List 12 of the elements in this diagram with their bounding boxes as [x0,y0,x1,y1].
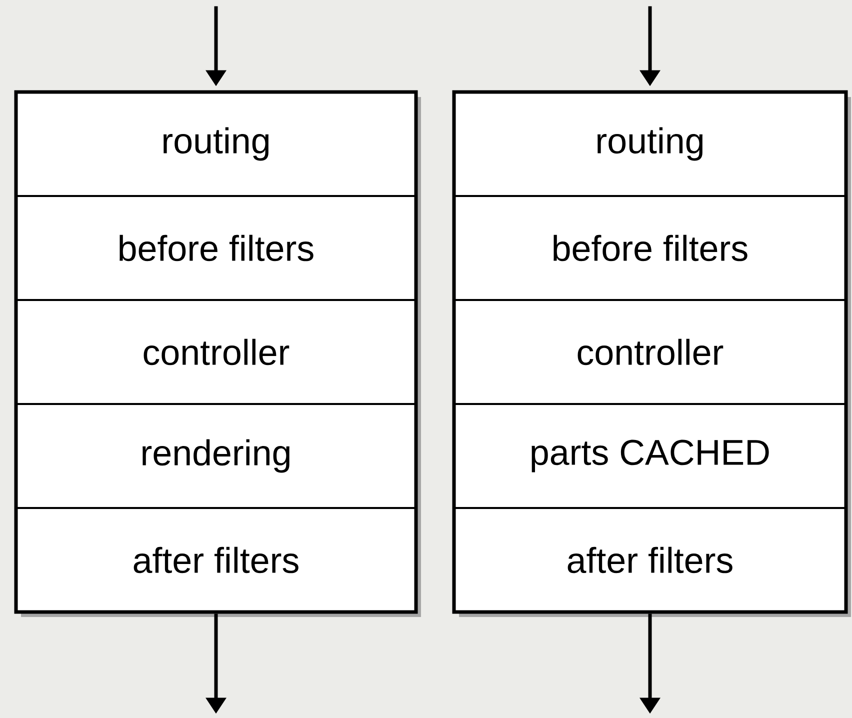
stage-cell: parts CACHED [453,402,847,509]
stage-cell: after filters [15,506,417,613]
stage-cell: routing [453,91,847,197]
stage-cell: after filters [453,506,847,613]
stage-cell: routing [15,91,417,197]
stack-box [14,90,421,617]
stage-cell: rendering [15,402,417,509]
stack-box [452,90,851,617]
stage-cell: before filters [453,194,847,301]
stage-cell: before filters [15,194,417,301]
stage-cell: controller [15,298,417,405]
stage-cell: controller [453,298,847,405]
